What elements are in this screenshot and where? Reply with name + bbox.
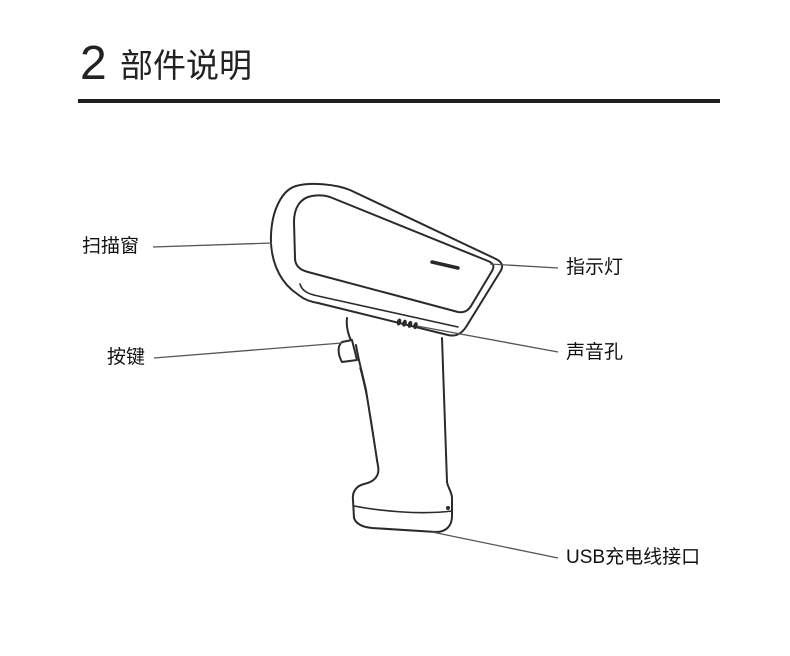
label-usb-port: USB充电线接口 [566, 547, 701, 568]
sound-hole [407, 320, 413, 328]
label-indicator: 指示灯 [566, 257, 624, 278]
leader-scan-window [152, 242, 273, 248]
sound-hole [413, 322, 418, 330]
leader-indicator [489, 263, 559, 269]
indicator-light [430, 260, 460, 270]
head-lower-band [299, 283, 459, 328]
scanner-grip [345, 317, 453, 533]
grip-seam [359, 367, 378, 463]
title-divider [78, 99, 720, 103]
label-button: 按键 [107, 347, 146, 368]
scan-window-panel [293, 194, 495, 314]
base-screw [446, 506, 450, 510]
leader-sound-hole [416, 325, 559, 353]
leader-usb-port [431, 531, 559, 559]
sound-hole [402, 319, 407, 327]
sound-hole [396, 318, 402, 326]
label-scan-window: 扫描窗 [82, 236, 140, 257]
section-number: 2 [80, 37, 107, 90]
sound-holes [396, 318, 418, 330]
leader-button [153, 342, 343, 359]
label-sound-hole: 声音孔 [566, 342, 624, 363]
base-band [353, 505, 453, 514]
section-title: 部件说明 [120, 47, 252, 84]
trigger-button [337, 339, 358, 363]
